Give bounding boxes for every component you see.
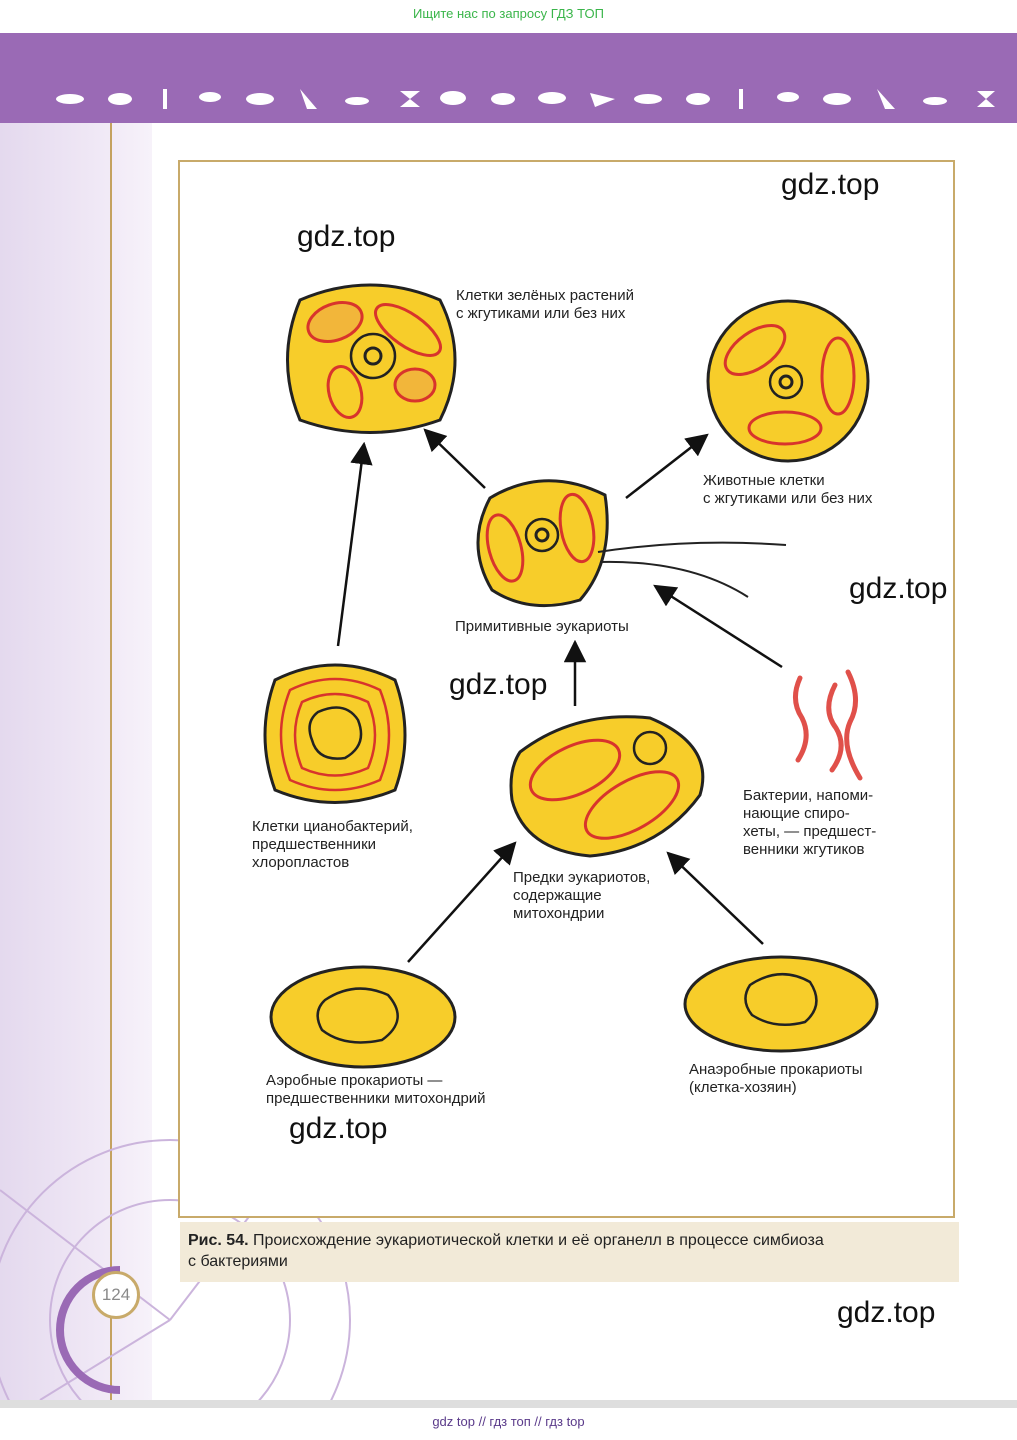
caption-line1: Происхождение эукариотической клетки и е… [253, 1232, 824, 1249]
bottom-strip [0, 1400, 1017, 1408]
label-aerobic-prokaryotes: Аэробные прокариоты —предшественники мит… [266, 1072, 486, 1107]
label-anaerobic-prokaryotes: Анаэробные прокариоты(клетка-хозяин) [689, 1061, 863, 1096]
watermark: gdz.top [837, 1296, 936, 1329]
figure-number: Рис. 54. [188, 1232, 249, 1249]
animal-silhouettes [56, 89, 995, 109]
label-spirochete-bacteria: Бактерии, напоми-нающие спиро-хеты, — пр… [743, 787, 877, 858]
search-note: Ищите нас по запросу ГДЗ ТОП [413, 6, 604, 21]
animal-cell [706, 299, 870, 463]
watermark: gdz.top [781, 168, 880, 201]
figure-caption: Рис. 54. Происхождение эукариотической к… [180, 1222, 959, 1282]
watermark: gdz.top [849, 572, 948, 605]
watermark: gdz.top [449, 668, 548, 701]
eukaryote-ancestor-cell [509, 715, 705, 858]
left-margin [0, 123, 152, 1400]
footer-links: gdz top // гдз топ // гдз top [432, 1414, 585, 1429]
page-number: 124 [92, 1271, 140, 1319]
symbiosis-diagram [263, 283, 879, 1069]
anaerobic-prokaryote-cell [683, 955, 879, 1053]
label-primitive-eukaryotes: Примитивные эукариоты [455, 618, 629, 635]
caption-line2: с бактериями [188, 1253, 288, 1270]
green-plant-cell [286, 283, 457, 434]
primitive-eukaryote-cell [476, 479, 787, 608]
header-band [0, 33, 1017, 123]
aerobic-prokaryote-cell [269, 965, 457, 1069]
cyanobacterium-cell [263, 663, 407, 804]
watermark: gdz.top [289, 1112, 388, 1145]
arrows [336, 428, 783, 963]
margin-rule [110, 123, 112, 1400]
watermark: gdz.top [297, 220, 396, 253]
spirochete-bacteria [793, 669, 863, 781]
